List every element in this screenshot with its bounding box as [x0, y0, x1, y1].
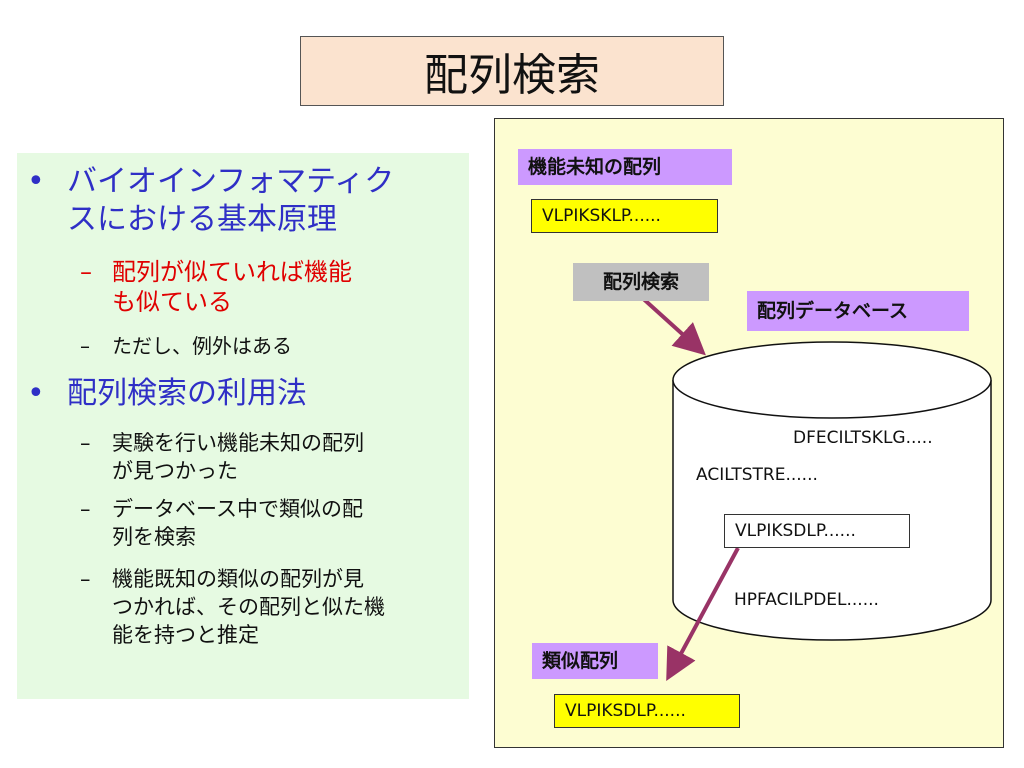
- sub5-line1: 機能既知の類似の配列が見: [112, 567, 364, 591]
- db-sequence-match: VLPIKSDLP......: [724, 514, 910, 548]
- dash-marker: –: [80, 258, 92, 286]
- bullet1-line2: スにおける基本原理: [67, 202, 337, 237]
- database-cylinder-body: [672, 380, 992, 641]
- sub4-line2: 列を検索: [112, 525, 196, 549]
- sub3-line2: が見つかった: [112, 459, 238, 483]
- sub4-line1: データベース中で類似の配: [112, 497, 363, 521]
- dash-marker: –: [80, 431, 91, 455]
- bullet-marker: •: [27, 376, 45, 411]
- slide-title: 配列検索: [300, 36, 724, 106]
- database-label: 配列データベース: [747, 291, 969, 331]
- db-sequence: DFECILTSKLG.....: [793, 428, 933, 448]
- sub1-line2: も似ている: [112, 288, 232, 316]
- query-sequence-box: VLPIKSKLP......: [531, 199, 718, 233]
- sub5-line2: つかれば、その配列と似た機: [112, 595, 385, 619]
- sub2: ただし、例外はある: [112, 334, 292, 358]
- bullet-marker: •: [27, 164, 45, 199]
- sub1-line1: 配列が似ていれば機能: [112, 258, 352, 286]
- bullet1-line1: バイオインフォマティク: [67, 164, 395, 199]
- database-cylinder-top: [672, 341, 992, 419]
- sub3-line1: 実験を行い機能未知の配列: [112, 431, 364, 455]
- search-step-label: 配列検索: [573, 263, 709, 301]
- similar-sequence-label: 類似配列: [532, 643, 658, 679]
- bullet2: 配列検索の利用法: [67, 376, 307, 411]
- dash-marker: –: [80, 567, 91, 591]
- sub5-line3: 能を持つと推定: [112, 623, 259, 647]
- dash-marker: –: [80, 497, 91, 521]
- result-arrow: [666, 547, 740, 682]
- result-sequence-box: VLPIKSDLP......: [554, 694, 740, 728]
- db-sequence: HPFACILPDEL......: [734, 590, 879, 610]
- db-sequence: ACILTSTRE......: [696, 465, 818, 485]
- unknown-sequence-label: 機能未知の配列: [518, 149, 732, 185]
- dash-marker: –: [80, 334, 90, 358]
- bullet-panel: • バイオインフォマティク スにおける基本原理 – 配列が似ていれば機能 も似て…: [17, 153, 469, 699]
